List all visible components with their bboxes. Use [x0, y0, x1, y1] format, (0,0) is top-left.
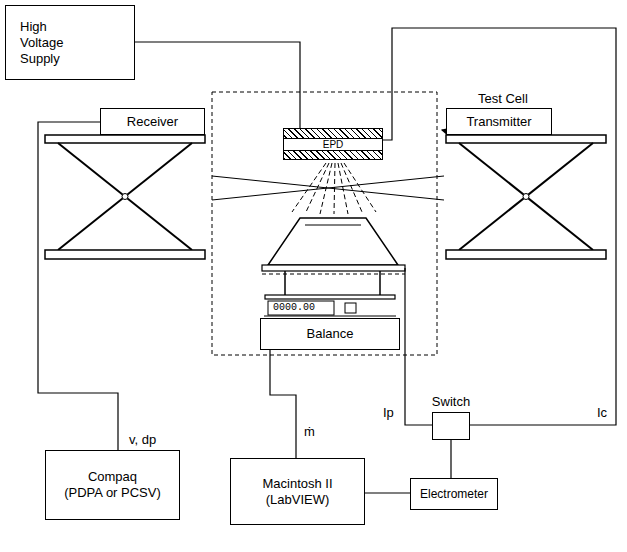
node-text: Balance — [307, 326, 354, 342]
signal-name: Ip — [383, 405, 394, 421]
balance-box: Balance — [260, 318, 400, 350]
node-text: (PDPA or PCSV) — [64, 485, 161, 501]
receiver-box: Receiver — [100, 108, 205, 135]
computer-box: Compaq(PDPA or PCSV) — [45, 450, 180, 520]
signal-label: v, dp — [128, 432, 157, 448]
switch-heading: Switch — [432, 394, 470, 410]
balance-readout: 0000.00 — [273, 302, 315, 314]
node-text: (LabVIEW) — [266, 492, 330, 508]
computer-box: Macintosh II(LabVIEW) — [230, 458, 365, 525]
signal-wire — [270, 350, 296, 458]
epd-device: EPD — [283, 128, 383, 160]
switch-box: Switch — [432, 412, 470, 440]
node-text: Macintosh II — [262, 476, 332, 492]
node-text: Receiver — [127, 114, 178, 130]
signal-label: Ic — [596, 405, 608, 421]
node-text: Compaq — [88, 469, 137, 485]
node-text: High Voltage Supply — [20, 19, 80, 67]
signal-wire — [365, 492, 410, 493]
figure-label: Test Cell — [478, 91, 528, 107]
signal-wire — [450, 440, 451, 478]
supply-box: High Voltage Supply — [5, 5, 135, 80]
signal-label: ṁ — [303, 424, 316, 440]
node-text: Electrometer — [420, 486, 488, 502]
transmitter-box: Transmitter — [446, 108, 552, 135]
node-text: Transmitter — [466, 114, 531, 130]
instrument-box: Electrometer — [410, 478, 498, 510]
signal-wire — [38, 122, 118, 450]
signal-wire — [383, 28, 616, 425]
node-text: EPD — [284, 138, 382, 151]
